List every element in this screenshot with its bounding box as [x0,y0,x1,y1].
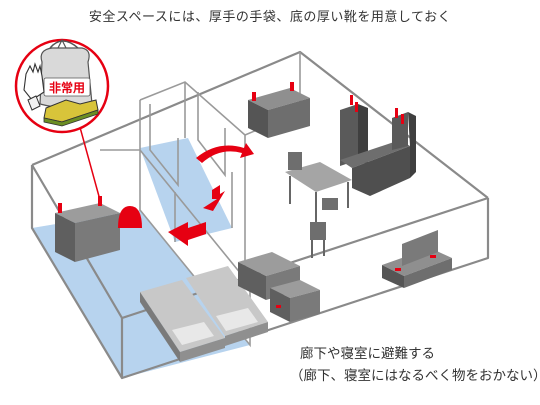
emergency-bag-icon: 非常用 [39,38,93,109]
emergency-bag-label: 非常用 [49,80,85,95]
bedroom-cabinet [55,196,120,262]
bed-right [186,266,268,346]
safety-shoes-icon [43,99,99,127]
gloves-icon [23,62,45,111]
arrow-up-hall [203,185,225,211]
bed-left [140,280,225,362]
bottom-caption: 廊下や寝室に避難する （廊下、寝室にはなるべく物をおかない） [290,343,540,387]
center-chair [310,222,326,258]
escape-arrows [168,143,254,246]
tv-icon [402,230,438,266]
chest-cabinet [270,280,320,322]
bottom-caption-line1: 廊下や寝室に避難する [300,346,435,362]
top-caption: 安全スペースには、厚手の手袋、底の厚い靴を用意しておく [88,10,452,25]
arrow-curved-hall [196,143,254,163]
u-shelf [340,95,416,196]
tv-stand [382,248,452,288]
emergency-kit-callout: 非常用 [14,38,110,134]
bottom-caption-line2: （廊下、寝室にはなるべく物をおかない） [290,368,540,384]
callout-leader [77,119,101,201]
kitchen-cabinet [248,82,310,138]
arrow-to-bedroom [168,222,206,246]
helmet-icon [118,206,142,228]
dining-table [285,152,352,222]
hallway-safe-floor [140,138,232,242]
